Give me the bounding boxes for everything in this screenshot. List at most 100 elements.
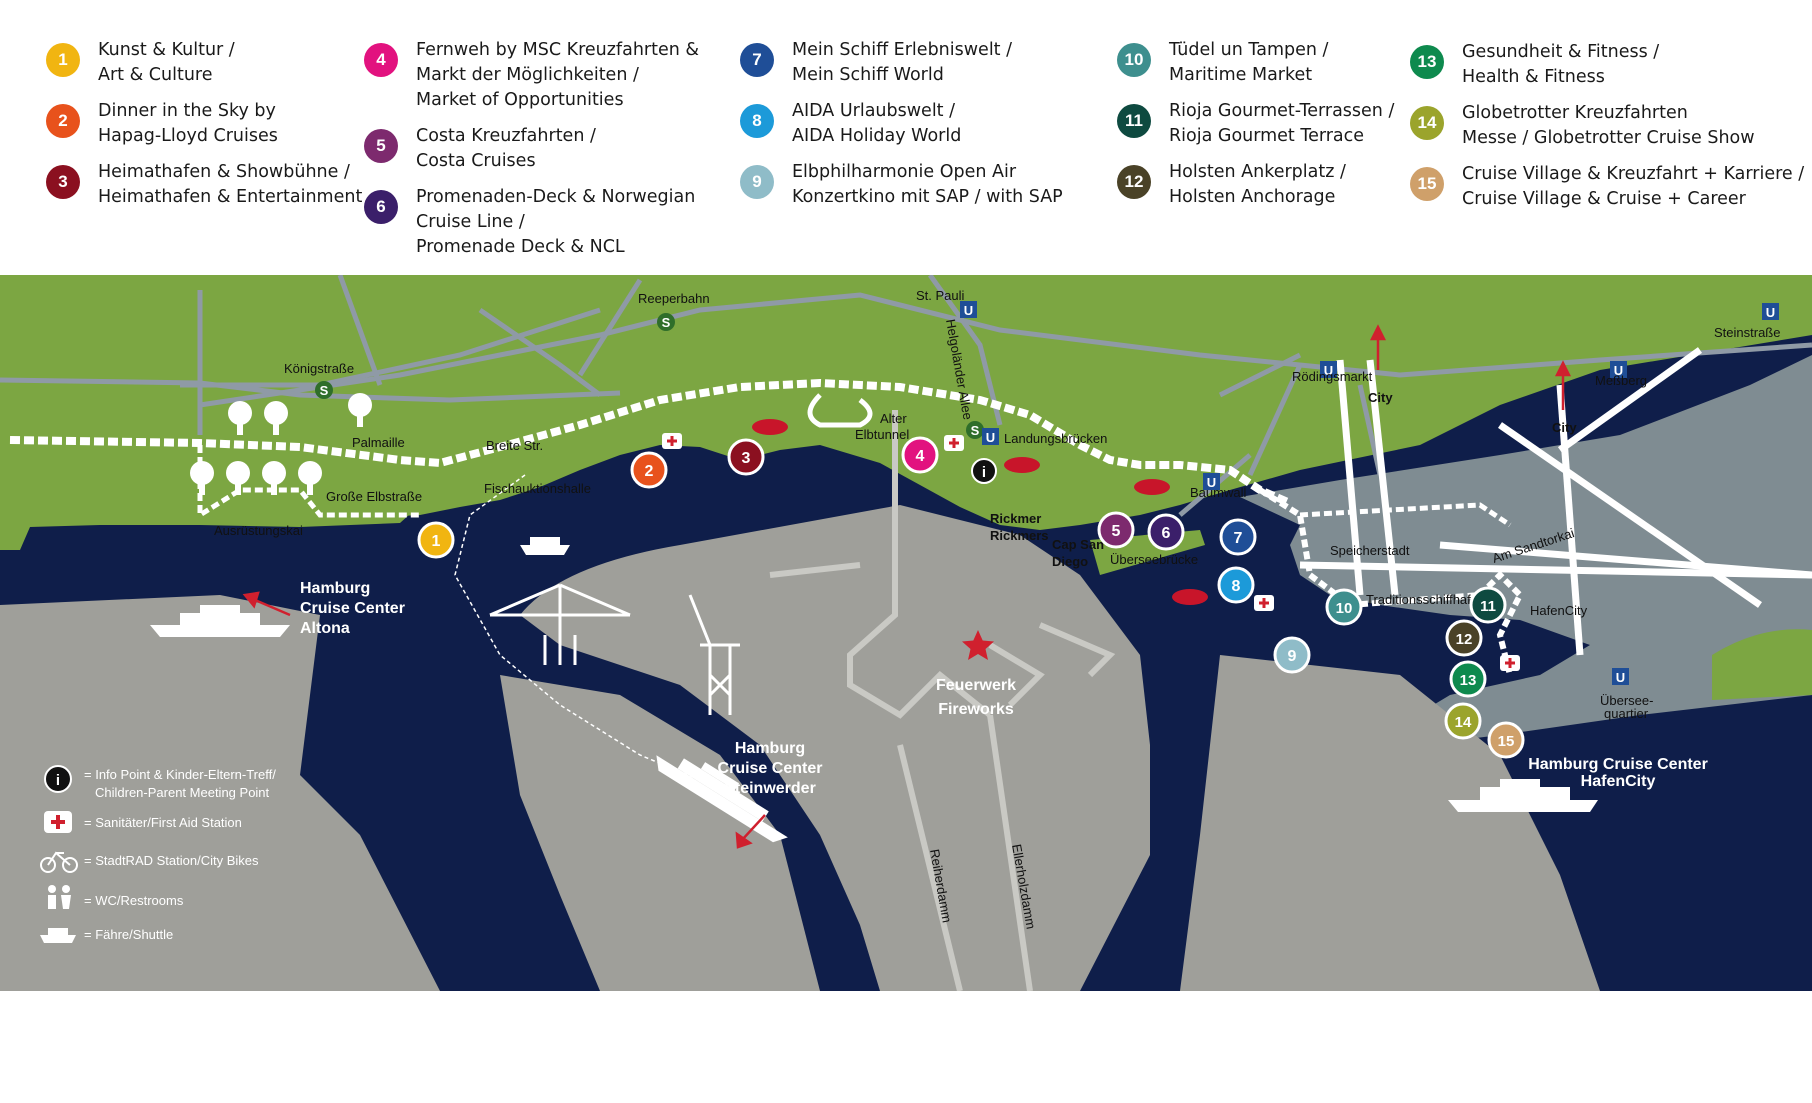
legend-line: Messe / Globetrotter Cruise Show: [1462, 128, 1755, 148]
u-bahn-ueberseequartier: U: [1612, 668, 1629, 685]
legend-text: Holsten Ankerplatz /Holsten Anchorage: [1169, 160, 1346, 210]
legend-line: Globetrotter Kreuzfahrten: [1462, 103, 1688, 123]
map-markers: 1 2 3 4 5 6 7 8 9 10 11 12 13 14 15: [417, 436, 1525, 759]
marker-8: 8: [1217, 566, 1255, 604]
svg-text:= Info Point & Kinder-Eltern-T: = Info Point & Kinder-Eltern-Treff/: [84, 767, 276, 782]
legend-line: Gesundheit & Fitness /: [1462, 42, 1660, 62]
svg-text:13: 13: [1460, 672, 1477, 689]
label-city-1: City: [1368, 390, 1393, 405]
s-bahn-landungsbruecken: S: [966, 421, 984, 439]
legend-line: Costa Cruises: [416, 151, 536, 171]
label-messberg: Meßberg: [1595, 373, 1647, 388]
legend-text: Gesundheit & Fitness / Health & Fitness: [1462, 40, 1659, 90]
arrows: [242, 324, 1572, 849]
label-fischauktionshalle: Fischauktionshalle: [484, 481, 591, 496]
legend-line: Mein Schiff Erlebniswelt /: [792, 40, 1013, 60]
label-hafencity: HafenCity: [1530, 603, 1588, 618]
lower-port-area: [500, 675, 820, 991]
u-bahn-landungsbruecken: U: [982, 428, 999, 445]
marker-13: 13: [1449, 660, 1487, 698]
legend-line: Promenaden-Deck & Norwegian: [416, 187, 696, 207]
hafencity-park: [1712, 629, 1812, 700]
marker-6: 6: [1147, 513, 1185, 551]
svg-text:U: U: [1766, 305, 1775, 320]
crane-icons: [489, 583, 740, 715]
legend-number-badge: 6: [364, 190, 398, 224]
svg-text:S: S: [662, 315, 671, 330]
legend-line: Hapag-Lloyd Cruises: [98, 126, 278, 146]
legend-text: Cruise Village & Kreuzfahrt + Karriere /…: [1462, 162, 1804, 212]
legend-text: Kunst & Kultur /Art & Culture: [98, 38, 235, 88]
legend-line: Rioja Gourmet-Terrassen /: [1169, 101, 1395, 121]
port-roads: [769, 410, 1116, 991]
trees: [190, 393, 372, 495]
marker-7: 7: [1219, 518, 1257, 556]
steinwerder-port: [520, 505, 1150, 991]
legend-line: AIDA Urlaubswelt /: [792, 101, 956, 121]
legend-number-badge: 2: [46, 104, 80, 138]
key-wc-label: = WC/Restrooms: [84, 893, 184, 908]
legend-line: Tüdel un Tampen /: [1169, 40, 1329, 60]
svg-text:S: S: [320, 383, 329, 398]
label-steinstrasse: Steinstraße: [1714, 325, 1780, 340]
north-bank-land: [0, 275, 1812, 530]
marker-14: 14: [1444, 702, 1482, 740]
legend-number-badge: 8: [740, 104, 774, 138]
label-baumwall: Baumwall: [1190, 485, 1246, 500]
marker-2: 2: [630, 451, 668, 489]
legend-number-badge: 7: [740, 43, 774, 77]
svg-text:i: i: [982, 464, 986, 481]
legend-text: Rioja Gourmet-Terrassen /Rioja Gourmet T…: [1169, 99, 1394, 149]
label-ausruestungskai: Ausrüstungskai: [214, 523, 303, 538]
u-bahn-messberg: U: [1610, 361, 1627, 378]
legend-number-badge: 12: [1117, 165, 1151, 199]
legend-line: Holsten Anchorage: [1169, 187, 1336, 207]
legend-line: Kunst & Kultur /: [98, 40, 235, 60]
legend-text: Fernweh by MSC Kreuzfahrten & Markt der M…: [416, 38, 699, 113]
key-bike-label: = StadtRAD Station/City Bikes: [84, 853, 259, 868]
s-bahn-reeperbahn: S: [657, 313, 675, 331]
svg-text:U: U: [1324, 363, 1333, 378]
legend-line: Fernweh by MSC Kreuzfahrten &: [416, 40, 700, 60]
u-bahn-roedingsmarkt: U: [1320, 361, 1337, 378]
label-traditionsschiffhafen: Traditionsschiffhafen: [1366, 592, 1485, 607]
legend-text: AIDA Urlaubswelt /AIDA Holiday World: [792, 99, 961, 149]
label-grosse-elbstrasse: Große Elbstraße: [326, 489, 422, 504]
key-wc: [48, 885, 71, 909]
legend-number-badge: 14: [1410, 106, 1444, 140]
label-ueberseequartier: Übersee-quartier: [1600, 693, 1653, 721]
legend-item-8: 8 AIDA Urlaubswelt /AIDA Holiday World: [740, 99, 961, 149]
label-koenigstrasse: Königstraße: [284, 361, 354, 376]
svg-text:i: i: [56, 772, 60, 789]
legend-line: Markt der Möglichkeiten /: [416, 65, 639, 85]
cruise-ship-steinwerder: [656, 755, 788, 843]
legend-line: Cruise Village & Cruise + Career: [1462, 189, 1746, 209]
legend-item-1: 1 Kunst & Kultur /Art & Culture: [46, 38, 235, 88]
legend-line: Health & Fitness: [1462, 67, 1605, 87]
legend-number-badge: 10: [1117, 43, 1151, 77]
svg-text:15: 15: [1498, 733, 1515, 750]
legend-number-badge: 5: [364, 129, 398, 163]
left-port-area: [0, 595, 440, 991]
legend-line: Promenade Deck & NCL: [416, 237, 625, 257]
legend-number-badge: 3: [46, 165, 80, 199]
svg-text:5: 5: [1112, 523, 1121, 540]
legend-number-badge: 1: [46, 43, 80, 77]
label-speicherstadt: Speicherstadt: [1330, 543, 1410, 558]
label-st-pauli: St. Pauli: [916, 288, 965, 303]
svg-text:9: 9: [1288, 648, 1297, 665]
svg-text:10: 10: [1336, 600, 1353, 617]
key-ferry-label: = Fähre/Shuttle: [84, 927, 173, 942]
svg-text:14: 14: [1455, 714, 1472, 731]
